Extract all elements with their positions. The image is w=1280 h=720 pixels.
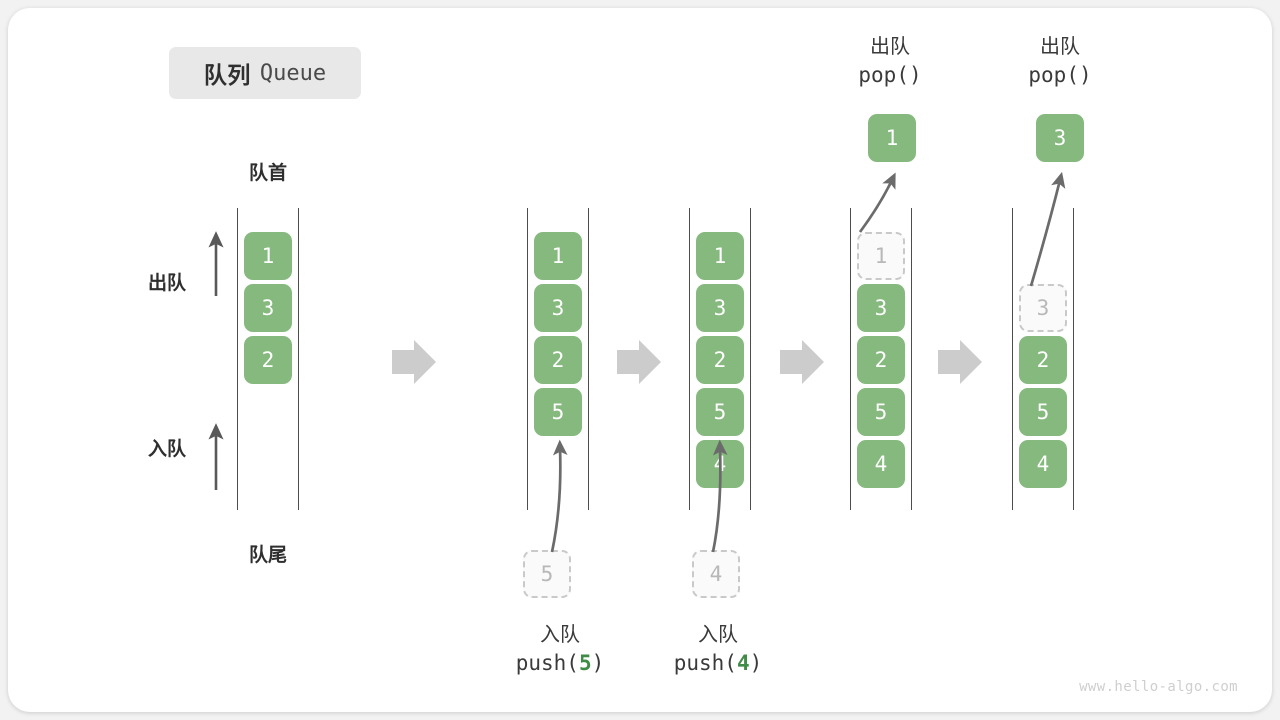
queue-cell: 5	[857, 388, 905, 436]
push-code-2: push(4)	[673, 651, 763, 676]
queue-rail-left	[689, 208, 690, 510]
title-chinese: 队列	[203, 62, 251, 88]
title-english: Queue	[259, 60, 327, 86]
queue-rail-left	[1012, 208, 1013, 510]
queue-rail-right	[588, 208, 589, 510]
enqueue-label: 入队	[148, 439, 187, 460]
diagram-card	[8, 8, 1272, 712]
queue-cell: 5	[696, 388, 744, 436]
queue-cell: 4	[1019, 440, 1067, 488]
queue-cell: 3	[534, 284, 582, 332]
pending-cell-4: 4	[692, 550, 740, 598]
queue-rear-label: 队尾	[248, 545, 288, 566]
queue-cell: 3	[696, 284, 744, 332]
queue-rail-left	[850, 208, 851, 510]
queue-cell: 1	[857, 232, 905, 280]
queue-cell: 2	[696, 336, 744, 384]
queue-cell: 1	[696, 232, 744, 280]
queue-cell: 2	[857, 336, 905, 384]
push-caption-2: 入队 push(4)	[674, 621, 763, 679]
title-badge: 队列 Queue	[169, 47, 361, 99]
queue-cell: 4	[696, 440, 744, 488]
queue-cell: 1	[534, 232, 582, 280]
dequeue-label: 出队	[148, 273, 187, 294]
pop-header-1: 出队 pop()	[858, 36, 922, 88]
popped-cell-3: 3	[1036, 114, 1084, 162]
queue-cell: 2	[534, 336, 582, 384]
queue-cell: 3	[1019, 284, 1067, 332]
queue-cell: 1	[244, 232, 292, 280]
watermark: www.hello-algo.com	[1079, 679, 1238, 695]
queue-cell: 4	[857, 440, 905, 488]
queue-cell: 2	[244, 336, 292, 384]
push-code-1: push(5)	[515, 651, 605, 676]
queue-rail-left	[237, 208, 238, 510]
push-caption-1: 入队 push(5)	[516, 621, 605, 679]
pending-cell-5: 5	[523, 550, 571, 598]
queue-rail-left	[527, 208, 528, 510]
queue-cell: 3	[244, 284, 292, 332]
queue-cell: 5	[1019, 388, 1067, 436]
queue-cell: 3	[857, 284, 905, 332]
queue-rail-right	[911, 208, 912, 510]
queue-cell: 2	[1019, 336, 1067, 384]
queue-rail-right	[1073, 208, 1074, 510]
queue-front-label: 队首	[248, 163, 288, 184]
queue-rail-right	[750, 208, 751, 510]
popped-cell-1: 1	[868, 114, 916, 162]
queue-rail-right	[298, 208, 299, 510]
queue-cell: 5	[534, 388, 582, 436]
pop-header-2: 出队 pop()	[1028, 36, 1092, 88]
